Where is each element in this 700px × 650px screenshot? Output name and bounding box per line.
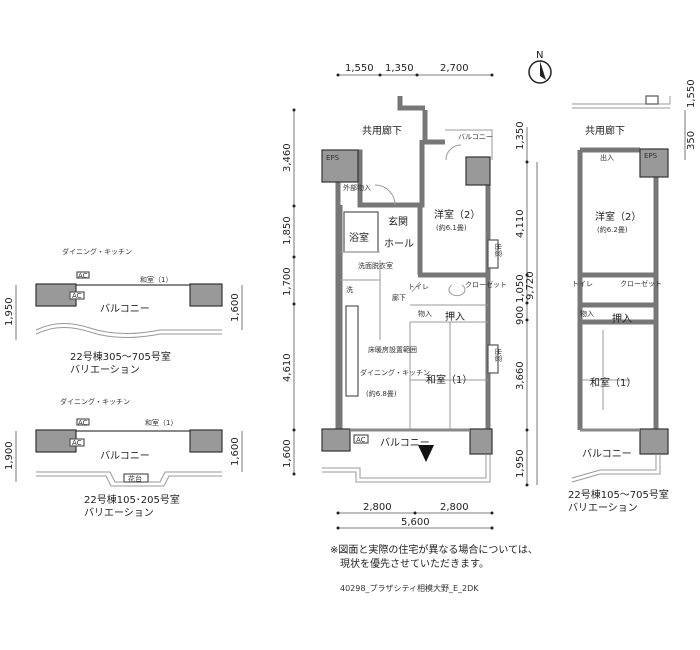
bay-window-label: 出窓 (494, 348, 503, 362)
north-label: N (536, 50, 543, 61)
room-label-hallway: 廊下 (392, 293, 406, 302)
ac-label: AC (78, 272, 88, 280)
room-label-western-room: 洋室（2） (595, 210, 641, 223)
dim-label-total: 5,600 (401, 517, 430, 528)
room-label-closet: クローゼット (465, 280, 507, 289)
room-label-closet: クローゼット (620, 279, 662, 288)
dim-label: 3,660 (515, 361, 526, 390)
file-label: 40298_プラザシティ相模大野_E_2DK (340, 583, 479, 593)
dim-label: 900 (515, 306, 526, 325)
dim-label: 4,610 (282, 353, 293, 382)
planter-label: 花台 (128, 474, 142, 483)
dim-label: 1,600 (282, 439, 293, 468)
dim-label: 350 (686, 131, 697, 150)
main-plan: 1,550 1,350 2,700 3,460 1,850 1,700 4,61… (282, 63, 538, 530)
dim-label: 1,600 (230, 437, 241, 466)
room-label-hall: ホール (384, 238, 414, 250)
room-label-small-balcony: バルコニー (458, 133, 493, 141)
north-arrow-icon: N (528, 50, 552, 84)
room-label-dining: ダイニング・キッチン (60, 397, 130, 406)
room-label-toilet: トイレ (572, 280, 593, 288)
variation-305-plan: ダイニング・キッチン AC 和室（1） AC バルコニー 1,950 1,600… (4, 247, 243, 376)
dim-label: 1,550 (686, 79, 697, 108)
bay-window-label: 出窓 (494, 243, 503, 257)
room-label-corridor: 共用廊下 (362, 124, 402, 137)
room-label-entrance: 玄関 (388, 215, 408, 228)
room-label-corridor: 共用廊下 (585, 124, 625, 137)
room-label-eps: EPS (644, 152, 658, 160)
dim-label: 1,600 (230, 293, 241, 322)
ac-label: AC (78, 419, 88, 427)
dim-label: 2,800 (363, 502, 392, 513)
dim-label: 1,700 (282, 267, 293, 296)
room-size-western-room: (約6.1畳) (436, 223, 467, 232)
dim-label: 4,110 (515, 209, 526, 238)
room-label-outdoor-storage: 外部物入 (343, 183, 371, 192)
eps-shaft (321, 149, 359, 183)
room-label-laundry: 洗 (346, 285, 353, 294)
room-label-storage: 物入 (418, 309, 432, 318)
disclaimer-note: ※図面と実際の住宅が異なる場合については、 (330, 543, 538, 556)
dim-label: 1,850 (282, 216, 293, 245)
entrance-direction-icon (418, 445, 434, 462)
dim-label: 2,700 (440, 63, 469, 74)
dim-label: 2,800 (440, 502, 469, 513)
dim-label: 1,950 (4, 297, 15, 326)
disclaimer-note: 現状を優先させていただきます。 (340, 557, 489, 570)
ac-label: AC (356, 436, 366, 444)
variation-caption: 22号棟105～705号室 (568, 488, 669, 501)
variation-caption: 22号棟305～705号室 (70, 350, 171, 363)
dim-label: 1,050 (515, 274, 526, 303)
variation-caption: バリエーション (568, 502, 638, 514)
room-label-oshiire: 押入 (445, 310, 465, 323)
room-label-balcony: バルコニー (100, 450, 150, 462)
variation-105-plan: ダイニング・キッチン AC 和室（1） AC バルコニー 花台 1,900 1,… (4, 397, 243, 519)
dim-label: 1,950 (515, 449, 526, 478)
dim-label: 1,350 (515, 121, 526, 150)
room-label-japanese-room: 和室（1） (426, 373, 472, 386)
ac-label: AC (72, 439, 82, 447)
ac-label: AC (72, 292, 82, 300)
room-label-dining-kitchen: ダイニング・キッチン (360, 368, 430, 377)
room-label-entry: 出入 (600, 153, 614, 162)
dim-label: 9,720 (525, 271, 536, 300)
room-label-dining: ダイニング・キッチン (62, 247, 132, 256)
room-label-storage: 物入 (580, 309, 594, 318)
room-size-western-room: (約6.2畳) (597, 225, 628, 234)
room-label-japanese-room: 和室（1） (140, 275, 172, 284)
room-label-oshiire: 押入 (612, 312, 632, 325)
dim-label: 1,350 (385, 63, 414, 74)
room-label-floor-heating: 床暖房設置範囲 (368, 345, 417, 354)
dim-label: 1,550 (345, 63, 374, 74)
variation-caption: 22号棟105･205号室 (84, 493, 180, 506)
dim-label: 3,460 (282, 143, 293, 172)
room-label-balcony: バルコニー (380, 437, 430, 449)
room-label-balcony: バルコニー (100, 303, 150, 315)
room-label-washroom: 洗面脱衣室 (358, 261, 393, 270)
room-label-bath: 浴室 (349, 231, 369, 244)
variation-right-plan: 1,550 350 共用廊下 EPS 出入 洋室（2） (約6.2畳) トイレ … (568, 79, 697, 514)
dim-label: 1,900 (4, 441, 15, 470)
room-label-japanese-room: 和室（1） (590, 376, 636, 389)
room-label-japanese-room: 和室（1） (145, 418, 177, 427)
variation-caption: バリエーション (70, 364, 140, 376)
room-label-eps: EPS (326, 154, 340, 162)
room-label-toilet: トイレ (408, 283, 429, 291)
room-label-balcony: バルコニー (582, 448, 632, 460)
variation-caption: バリエーション (84, 507, 154, 519)
room-label-western-room: 洋室（2） (434, 208, 480, 221)
room-size-dining-kitchen: (約6.8畳) (366, 389, 397, 398)
